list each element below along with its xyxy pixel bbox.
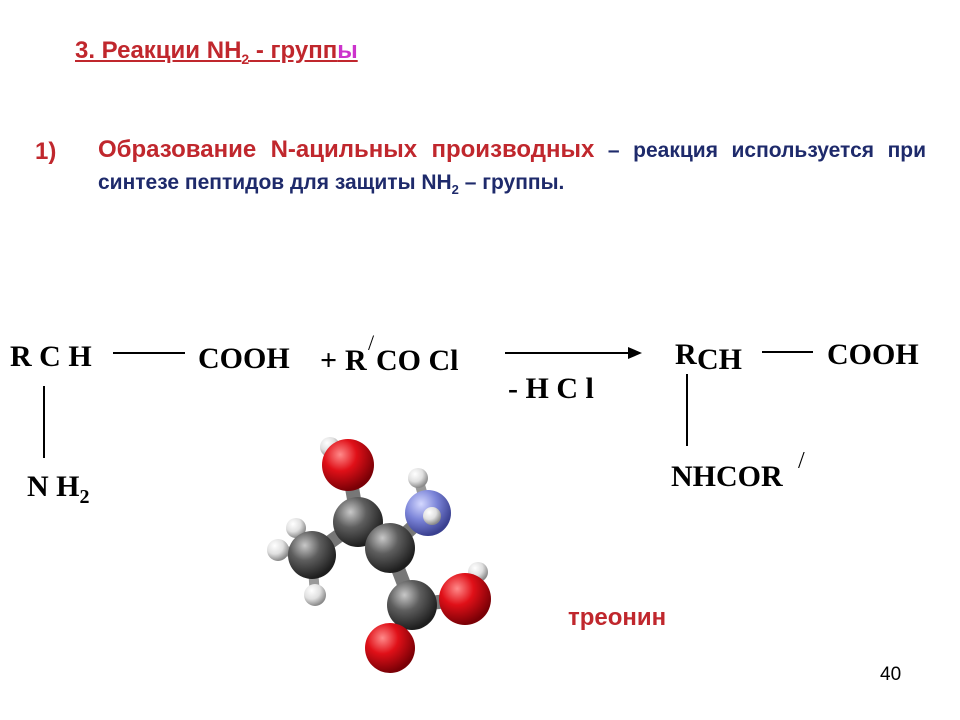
reactant-rch: R C H bbox=[10, 340, 92, 373]
point-text: Образование N-ацильных производных – реа… bbox=[98, 136, 926, 198]
product-r: R bbox=[675, 338, 697, 371]
reactant-nh2: N H2 bbox=[27, 470, 90, 508]
molecule-label: треонин bbox=[568, 604, 667, 631]
product-nhcor: NHCOR bbox=[671, 460, 783, 493]
title-accent-letter: ы bbox=[337, 37, 358, 64]
reagent-cocl: CO Cl bbox=[376, 344, 459, 377]
arrow-label-hcl: - H C l bbox=[508, 372, 594, 405]
reagent-prime: / bbox=[368, 330, 375, 355]
product-ch: CH bbox=[697, 343, 742, 376]
product-cooh: COOH bbox=[827, 338, 919, 371]
product-prime: / bbox=[798, 448, 805, 474]
point-number: 1) bbox=[35, 138, 57, 165]
atoms bbox=[267, 437, 491, 673]
reagent-r: R bbox=[345, 344, 367, 377]
reactant-cooh: COOH bbox=[198, 342, 290, 375]
point-heading: Образование N-ацильных производных bbox=[98, 136, 595, 163]
reaction-arrowhead bbox=[628, 347, 642, 359]
plus-sign: + bbox=[320, 344, 338, 377]
page-number: 40 bbox=[880, 664, 902, 685]
slide-title: 3. Реакции NH2 - группы bbox=[75, 37, 358, 67]
